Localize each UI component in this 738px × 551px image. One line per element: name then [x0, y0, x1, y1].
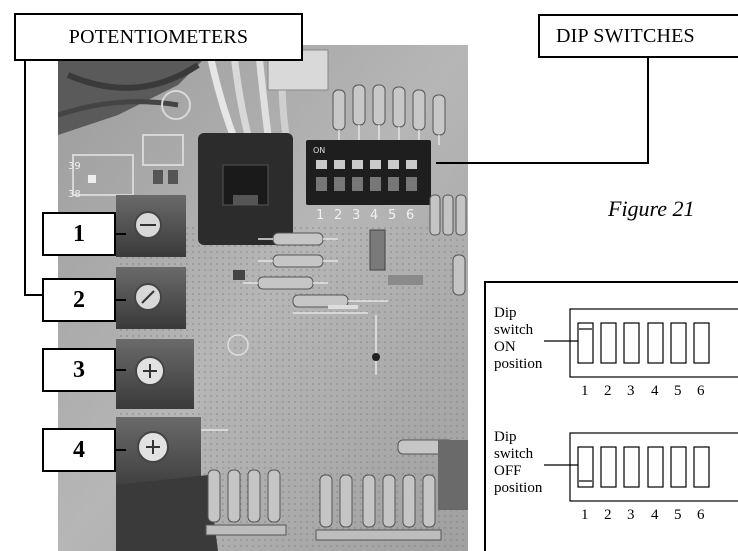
photo-dip-on-label: ON [313, 146, 325, 155]
pot-label-4: 4 [42, 428, 116, 472]
photo-dip-number-1: 1 [316, 208, 324, 223]
dip-switch-inset: Dip switch ON position Dip switch OFF po… [484, 281, 738, 551]
pot-label-1: 1 [42, 212, 116, 256]
figure-caption: Figure 21 [608, 196, 695, 221]
pot-label-2: 2 [42, 278, 116, 322]
dip-switch-diagram [544, 308, 738, 502]
off-switch-number-5: 5 [674, 507, 682, 523]
off-switch-number-2: 2 [604, 507, 612, 523]
on-switch-number-1: 1 [581, 383, 589, 399]
photo-dip-number-3: 3 [352, 208, 360, 223]
svg-text:39: 39 [68, 161, 81, 172]
potentiometers-label: POTENTIOMETERS [68, 26, 249, 48]
on-switch-number-3: 3 [627, 383, 635, 399]
photo-dip-number-4: 4 [370, 208, 378, 223]
photo-dip-number-2: 2 [334, 208, 342, 223]
potentiometers-callout: POTENTIOMETERS [14, 13, 303, 61]
off-switch-numbers: 1 2 3 4 5 6 [486, 507, 738, 525]
off-switch-number-3: 3 [627, 507, 635, 523]
on-switch-number-4: 4 [651, 383, 659, 399]
svg-text:38: 38 [68, 189, 81, 200]
on-switch-numbers: 1 2 3 4 5 6 [486, 383, 738, 401]
on-switch-number-2: 2 [604, 383, 612, 399]
on-switch-number-6: 6 [697, 383, 705, 399]
dip-switches-label: DIP SWITCHES [556, 25, 695, 47]
on-switch-number-5: 5 [674, 383, 682, 399]
dip-switches-callout: DIP SWITCHES [538, 14, 738, 58]
photo-dip-number-6: 6 [406, 208, 414, 223]
circuit-board-photo: 39 38 ON [58, 45, 468, 551]
photo-dip-number-5: 5 [388, 208, 396, 223]
off-switch-number-1: 1 [581, 507, 589, 523]
off-switch-number-6: 6 [697, 507, 705, 523]
on-position-caption: Dip switch ON position [494, 305, 543, 372]
off-position-caption: Dip switch OFF position [494, 429, 543, 496]
pot-label-3: 3 [42, 348, 116, 392]
off-switch-number-4: 4 [651, 507, 659, 523]
